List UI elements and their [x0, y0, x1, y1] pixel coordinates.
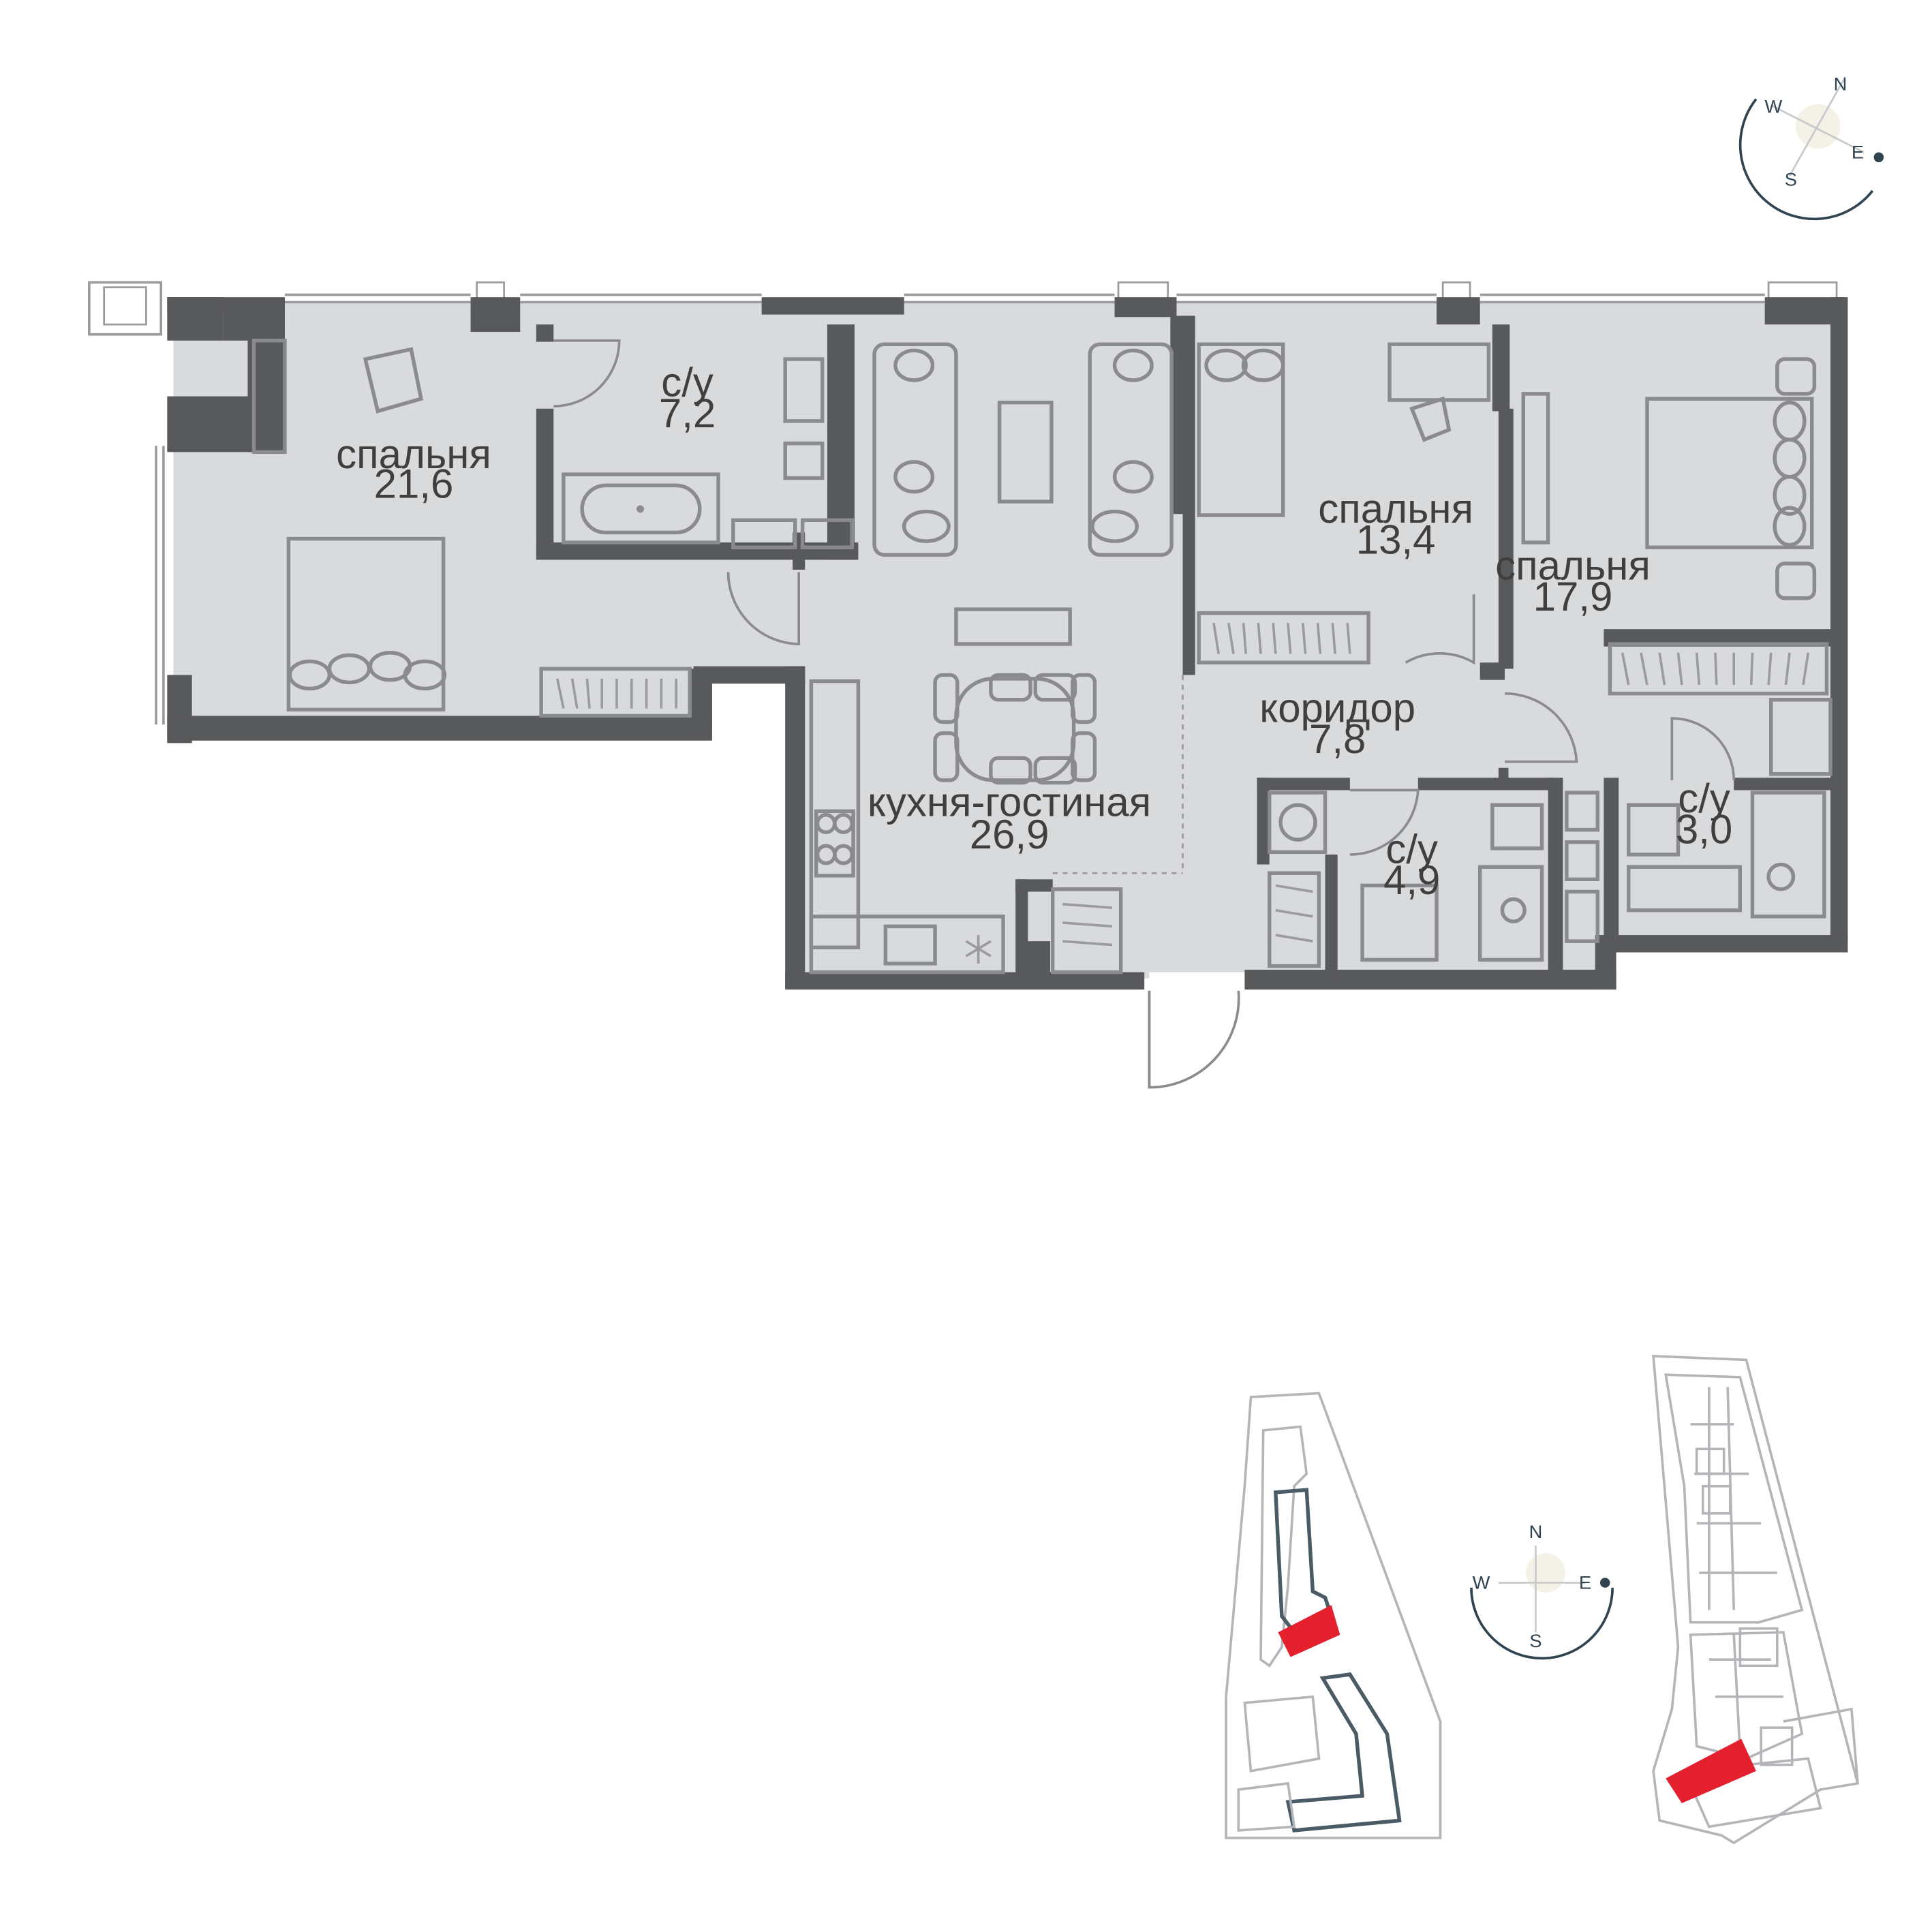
compass-top-s: S: [1785, 169, 1797, 190]
compass-top-e: E: [1852, 142, 1864, 163]
room-labels: спальня 21,6 с/у 7,2 спальня 13,4 спальн…: [336, 360, 1732, 904]
furniture: [251, 339, 1833, 975]
room-area-bathroom-1: 7,2: [659, 390, 716, 436]
room-label-corridor: коридор: [1259, 685, 1415, 731]
compass-bottom-e: E: [1579, 1572, 1591, 1593]
compass-bottom: N E S W: [1470, 1521, 1614, 1660]
site-plan-right: [1652, 1355, 1860, 1845]
room-label-bedroom-3: спальня: [1495, 543, 1651, 589]
room-label-bedroom-1: спальня: [336, 431, 491, 477]
compass-bottom-w: W: [1473, 1572, 1490, 1593]
room-label-bathroom-1: с/у: [661, 360, 714, 405]
room-area-bathroom-3: 3,0: [1676, 807, 1732, 853]
room-area-bedroom-2: 13,4: [1356, 517, 1436, 562]
floor-area: [173, 303, 1845, 979]
room-area-bathroom-2: 4,9: [1383, 857, 1440, 903]
windows: [88, 281, 1838, 725]
room-label-bedroom-2: спальня: [1318, 486, 1473, 532]
room-area-corridor: 7,8: [1309, 716, 1366, 762]
room-label-bathroom-3: с/у: [1678, 776, 1730, 821]
room-label-bathroom-2: с/у: [1385, 827, 1438, 872]
walls: [167, 297, 1848, 990]
compass-bottom-n: N: [1529, 1521, 1543, 1542]
compass-top-n: N: [1834, 74, 1847, 95]
compass-top-w: W: [1765, 95, 1783, 117]
room-area-bedroom-3: 17,9: [1533, 574, 1613, 619]
site-plan-left: [1225, 1392, 1442, 1839]
room-label-kitchen-living: кухня-гостиная: [868, 780, 1151, 825]
compass-bottom-s: S: [1529, 1630, 1542, 1651]
doors: [553, 339, 1736, 1089]
compass-top: N E S W: [1738, 74, 1884, 221]
room-area-kitchen-living: 26,9: [970, 812, 1049, 857]
room-area-bedroom-1: 21,6: [374, 461, 454, 507]
